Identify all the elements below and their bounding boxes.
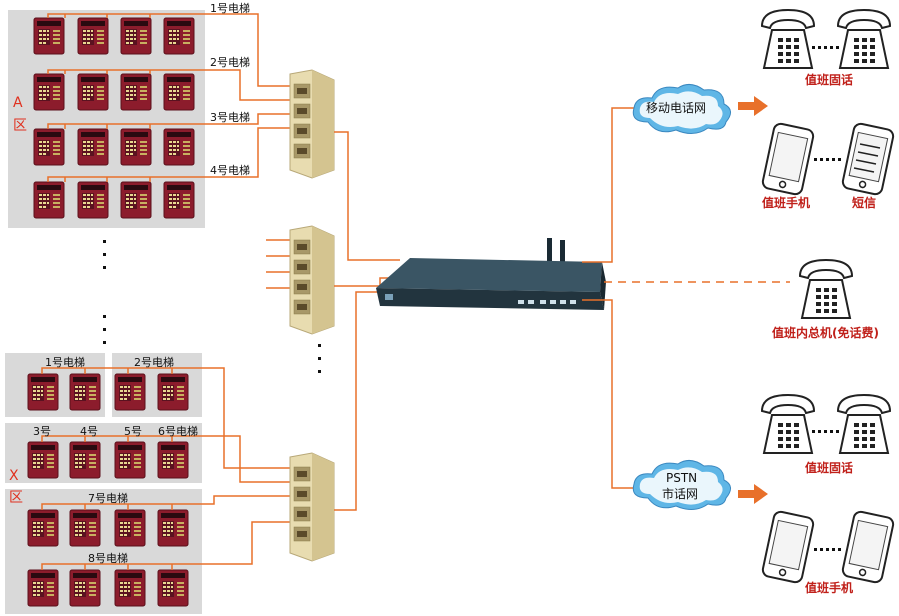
elevator-a-4: 4号电梯 [210,164,250,177]
mobile-phone-icon [760,121,816,197]
arrow-mobile [738,96,768,116]
intercom-panel [163,73,195,111]
elevator-a-3: 3号电梯 [210,111,250,124]
intercom-panel [157,373,189,411]
intercom-panel [157,569,189,607]
gateway-input-wires [334,131,400,511]
duty-mobile-bottom-label: 值班手机 [805,580,853,595]
intercom-panel [163,128,195,166]
intercom-panel [33,73,65,111]
desk-phone-icon [837,394,891,454]
desk-phone-icon [837,9,891,69]
intercom-panel [120,17,152,55]
ellipsis-dots [812,430,839,433]
splitter-middle [289,225,335,335]
elevator-x-3: 3号 [33,425,51,438]
internal-phone-icon [799,259,853,319]
intercom-panel [114,441,146,479]
mobile-network-label: 移动电话网 [646,101,706,115]
sms-label: 短信 [852,195,876,210]
elevator-x-4: 4号 [80,425,98,438]
zone-a-label: A [13,95,23,111]
ellipsis-dots [814,158,841,161]
zone-x-suffix: 区 [9,490,23,506]
splitter-bottom [289,452,335,562]
intercom-panel [163,181,195,219]
intercom-panel [69,441,101,479]
duty-landline-bottom: 值班固话 [805,460,853,475]
continuation-dots [103,240,321,373]
elevator-x-1: 1号电梯 [45,356,85,369]
zone-x-wires [41,367,300,570]
mobile-phone-icon [760,509,816,585]
desk-phone-icon [761,9,815,69]
ellipsis-dots [812,46,839,49]
intercom-panel [33,181,65,219]
intercom-panel [77,17,109,55]
intercom-panel [27,509,59,547]
pstn-label-2: 市话网 [662,486,698,501]
desk-phone-icon [761,394,815,454]
intercom-panel [77,73,109,111]
intercom-panel [120,181,152,219]
intercom-panel [69,373,101,411]
duty-internal-label: 值班内总机(免话费) [772,325,879,340]
intercom-panel [27,373,59,411]
intercom-panel [77,128,109,166]
elevator-x-5: 5号 [124,425,142,438]
arrow-pstn [738,484,768,504]
intercom-panel [27,569,59,607]
elevator-x-6: 6号电梯 [158,425,198,438]
elevator-a-2: 2号电梯 [210,56,250,69]
elevator-x-8: 8号电梯 [88,552,128,565]
intercom-panel [27,441,59,479]
zone-a-wires [47,13,300,182]
intercom-panel [157,509,189,547]
intercom-panel [163,17,195,55]
intercom-panel [69,509,101,547]
intercom-panel [157,441,189,479]
splitter-top [289,69,335,179]
intercom-panel [33,128,65,166]
voice-gateway [376,238,606,310]
elevator-a-1: 1号电梯 [210,2,250,15]
intercom-panel [69,569,101,607]
gateway-output-wires [582,107,634,489]
intercom-panel [114,509,146,547]
sms-phone-icon [840,121,896,197]
pstn-label-1: PSTN [666,471,697,485]
intercom-panel [114,373,146,411]
mobile-phone-icon [840,509,896,585]
elevator-x-7: 7号电梯 [88,492,128,505]
intercom-panel [114,569,146,607]
intercom-panel [120,73,152,111]
duty-mobile-label: 值班手机 [762,195,810,210]
intercom-panel [33,17,65,55]
sms-lines [853,143,881,173]
duty-landline-top: 值班固话 [805,72,853,87]
intercom-panel [120,128,152,166]
zone-a-suffix: 区 [13,118,27,134]
pstn-cloud [632,459,732,511]
ellipsis-dots [814,548,841,551]
intercom-panel [77,181,109,219]
zone-x-label: X [9,468,19,484]
elevator-x-2: 2号电梯 [134,356,174,369]
